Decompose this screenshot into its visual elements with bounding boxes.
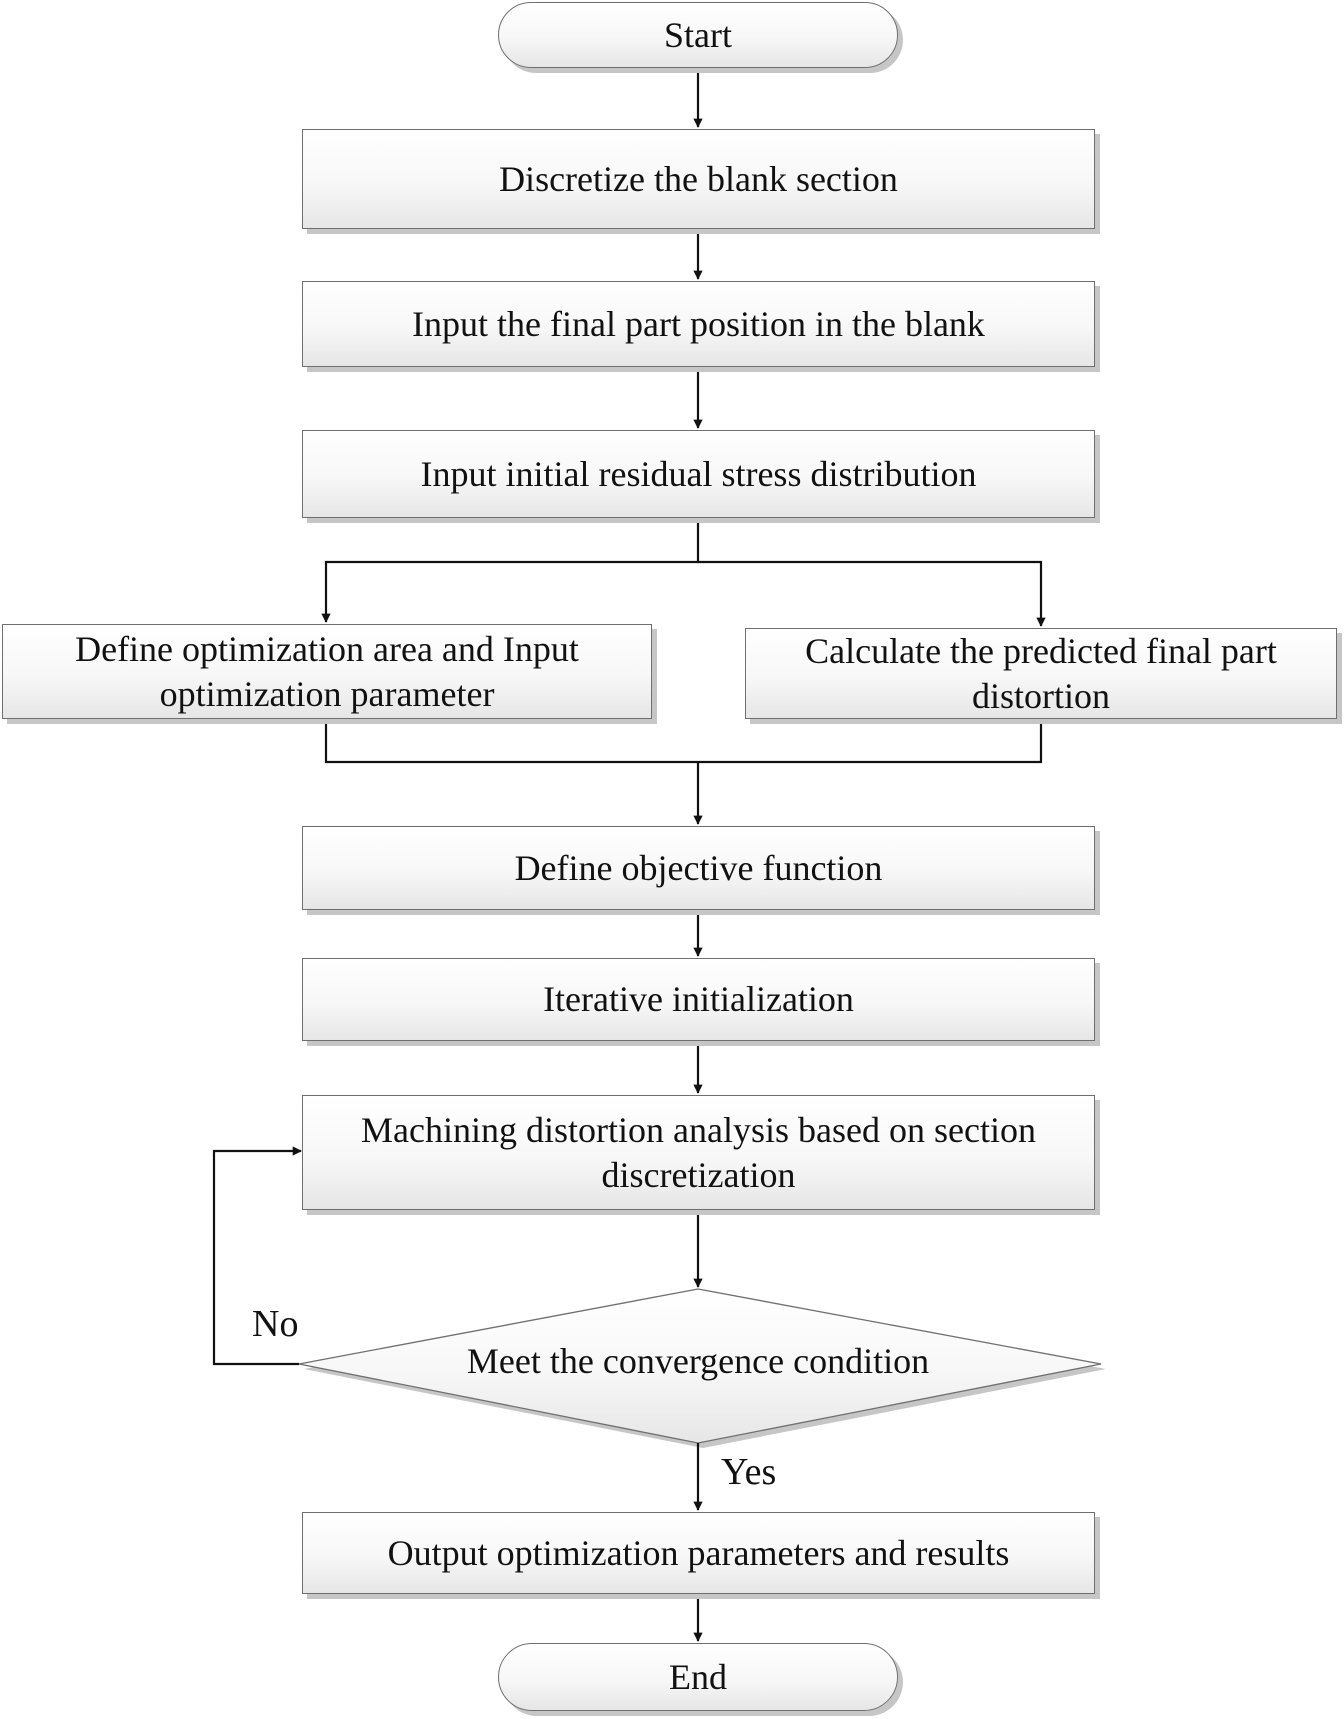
define-objective-box: Define objective function xyxy=(302,826,1095,910)
end-node: End xyxy=(498,1643,898,1711)
input-residual-stress-box: Input initial residual stress distributi… xyxy=(302,430,1095,518)
define-objective-label: Define objective function xyxy=(514,847,883,888)
input-part-position-box: Input the final part position in the bla… xyxy=(302,281,1095,367)
edge-merge xyxy=(324,719,1043,764)
calculate-distortion-label: Calculate the predicted final part disto… xyxy=(805,630,1277,716)
start-label: Start xyxy=(664,14,732,55)
define-optimization-area-box: Define optimization area and Input optim… xyxy=(2,624,652,719)
edge-stress-split xyxy=(321,518,700,623)
input-part-position-label: Input the final part position in the bla… xyxy=(412,303,985,344)
end-label: End xyxy=(669,1656,727,1697)
output-label: Output optimization parameters and resul… xyxy=(387,1532,1010,1573)
calculate-distortion-box: Calculate the predicted final part disto… xyxy=(745,628,1337,719)
discretize-box: Discretize the blank section xyxy=(302,129,1095,229)
input-residual-stress-label: Input initial residual stress distributi… xyxy=(420,453,977,494)
discretize-label: Discretize the blank section xyxy=(499,158,898,199)
machining-analysis-label: Machining distortion analysis based on s… xyxy=(361,1109,1036,1195)
start-node: Start xyxy=(498,2,898,68)
convergence-label: Meet the convergence condition xyxy=(466,1341,930,1381)
iterative-init-label: Iterative initialization xyxy=(543,979,854,1019)
output-box: Output optimization parameters and resul… xyxy=(302,1512,1095,1594)
iterative-init-box: Iterative initialization xyxy=(302,958,1095,1041)
define-optimization-area-label: Define optimization area and Input optim… xyxy=(75,628,579,714)
edge-split-right xyxy=(698,560,1046,627)
yes-label: Yes xyxy=(721,1451,777,1493)
edge-no-loop xyxy=(212,1146,302,1366)
machining-analysis-box: Machining distortion analysis based on s… xyxy=(302,1095,1095,1210)
no-label: No xyxy=(252,1303,299,1345)
